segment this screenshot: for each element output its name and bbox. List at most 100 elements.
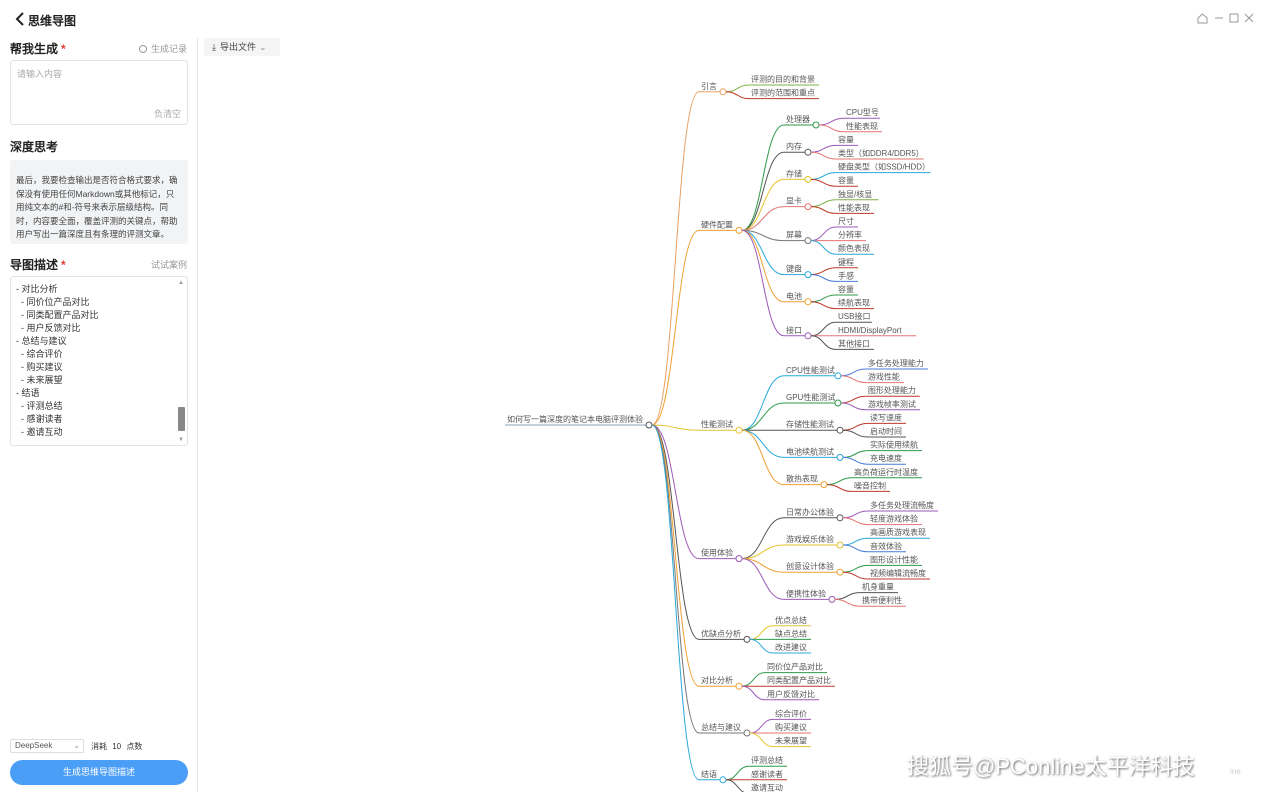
- node-toggle[interactable]: [836, 453, 844, 461]
- mindmap-leaf[interactable]: 性能表现: [836, 202, 874, 214]
- mindmap-leaf[interactable]: 机身重量: [860, 582, 898, 594]
- mindmap-leaf[interactable]: 图形处理能力: [865, 385, 920, 397]
- node-toggle[interactable]: [836, 514, 844, 522]
- node-toggle[interactable]: [735, 226, 743, 234]
- mindmap-leaf[interactable]: 性能表现: [844, 121, 882, 133]
- mindmap-leaf[interactable]: 键程: [836, 257, 858, 269]
- mindmap-node[interactable]: 评测的范围和重点: [749, 88, 819, 100]
- maximize-icon[interactable]: [1228, 13, 1240, 25]
- map-description-textarea[interactable]: - 对比分析 - 同价位产品对比 - 同类配置产品对比 - 用户反馈对比 - 总…: [10, 276, 188, 446]
- mindmap-branch[interactable]: 使用体验: [699, 548, 737, 560]
- node-toggle[interactable]: [804, 175, 812, 183]
- mindmap-leaf[interactable]: 携带便利性: [860, 595, 906, 607]
- mindmap-leaf[interactable]: 启动时间: [868, 426, 906, 438]
- mindmap-leaf[interactable]: 多任务处理流畅度: [868, 500, 938, 512]
- mindmap-leaf[interactable]: 视频编辑流畅度: [868, 568, 930, 580]
- scroll-down-icon[interactable]: ▼: [178, 437, 184, 443]
- node-toggle[interactable]: [804, 203, 812, 211]
- mindmap-node[interactable]: 未来展望: [773, 736, 811, 748]
- node-toggle[interactable]: [834, 399, 842, 407]
- node-toggle[interactable]: [834, 372, 842, 380]
- mindmap-node[interactable]: 评测的目的和背景: [749, 74, 819, 86]
- mindmap-node[interactable]: 屏幕: [784, 230, 806, 242]
- mindmap-leaf[interactable]: 噪音控制: [852, 480, 890, 492]
- mindmap-node[interactable]: 接口: [784, 325, 806, 337]
- node-toggle[interactable]: [836, 426, 844, 434]
- mindmap-leaf[interactable]: 其他接口: [836, 338, 874, 350]
- mindmap-branch[interactable]: 引言: [699, 81, 721, 93]
- mindmap-node[interactable]: 散热表现: [784, 474, 822, 486]
- mindmap-leaf[interactable]: 颜色表现: [836, 243, 874, 255]
- mindmap-leaf[interactable]: 图形设计性能: [868, 554, 922, 566]
- mindmap-node[interactable]: CPU性能测试: [784, 365, 836, 377]
- mindmap-branch[interactable]: 优缺点分析: [699, 628, 745, 640]
- mindmap-leaf[interactable]: 游戏帧率测试: [865, 399, 920, 411]
- export-button[interactable]: ⤓导出文件⌄: [204, 38, 280, 56]
- mindmap-leaf[interactable]: USB接口: [836, 311, 872, 323]
- mindmap-node[interactable]: 邀请互动: [749, 782, 787, 792]
- node-toggle[interactable]: [719, 88, 727, 96]
- mindmap-node[interactable]: 存储性能测试: [784, 419, 838, 431]
- mindmap-leaf[interactable]: 高画质游戏表现: [868, 527, 930, 539]
- mindmap-node[interactable]: 内存: [784, 141, 806, 153]
- mindmap-node[interactable]: 用户反馈对比: [765, 689, 819, 701]
- mindmap-node[interactable]: 键盘: [784, 264, 806, 276]
- scroll-up-icon[interactable]: ▲: [178, 280, 184, 286]
- mindmap-leaf[interactable]: 实际使用续航: [868, 440, 922, 452]
- mindmap-node[interactable]: 同类配置产品对比: [765, 675, 835, 687]
- mindmap-node[interactable]: 缺点总结: [773, 628, 811, 640]
- node-toggle[interactable]: [820, 481, 828, 489]
- home-icon[interactable]: [1196, 13, 1208, 25]
- mindmap-node[interactable]: 存储: [784, 168, 806, 180]
- node-toggle[interactable]: [719, 776, 727, 784]
- mindmap-leaf[interactable]: 容量: [836, 175, 858, 187]
- node-toggle[interactable]: [743, 729, 751, 737]
- node-toggle[interactable]: [735, 426, 743, 434]
- mindmap-leaf[interactable]: 独显/核显: [836, 189, 879, 201]
- mindmap-node[interactable]: 电池续航测试: [784, 446, 838, 458]
- minimize-icon[interactable]: [1213, 13, 1225, 25]
- mindmap-leaf[interactable]: 尺寸: [836, 216, 858, 228]
- clear-button[interactable]: 负清空: [153, 109, 181, 119]
- try-example-link[interactable]: 试试案例: [150, 260, 187, 270]
- close-icon[interactable]: [1243, 13, 1255, 25]
- mindmap-node[interactable]: 显卡: [784, 196, 806, 208]
- node-toggle[interactable]: [804, 298, 812, 306]
- mindmap-root[interactable]: 如何写一篇深度的笔记本电脑评测体验: [505, 414, 647, 426]
- mindmap-leaf[interactable]: 容量: [836, 284, 858, 296]
- mindmap-canvas[interactable]: 如何写一篇深度的笔记本电脑评测体验引言评测的目的和背景评测的范围和重点硬件配置处…: [199, 38, 1267, 792]
- model-select[interactable]: DeepSeek ⌄: [10, 739, 84, 753]
- node-toggle[interactable]: [735, 682, 743, 690]
- mindmap-node[interactable]: 优点总结: [773, 615, 811, 627]
- node-toggle[interactable]: [645, 421, 653, 429]
- mindmap-leaf[interactable]: 类型（如DDR4/DDR5）: [836, 148, 924, 160]
- node-toggle[interactable]: [828, 595, 836, 603]
- node-toggle[interactable]: [812, 121, 820, 129]
- mindmap-leaf[interactable]: 游戏性能: [865, 372, 904, 384]
- mindmap-node[interactable]: 日常办公体验: [784, 507, 838, 519]
- node-toggle[interactable]: [804, 237, 812, 245]
- mindmap-leaf[interactable]: 高负荷运行时温度: [852, 467, 922, 479]
- node-toggle[interactable]: [804, 332, 812, 340]
- mindmap-node[interactable]: 感谢读者: [749, 769, 787, 781]
- mindmap-leaf[interactable]: HDMI/DisplayPort: [836, 326, 917, 337]
- mindmap-node[interactable]: 游戏娱乐体验: [784, 534, 838, 546]
- mindmap-leaf[interactable]: 充电速度: [868, 453, 906, 465]
- mindmap-node[interactable]: 便携性体验: [784, 588, 830, 600]
- mindmap-leaf[interactable]: 音效体验: [868, 541, 906, 553]
- history-link[interactable]: 生成记录: [138, 42, 187, 55]
- mindmap-leaf[interactable]: 多任务处理能力: [865, 358, 928, 370]
- mindmap-node[interactable]: 创意设计体验: [784, 561, 838, 573]
- mindmap-leaf[interactable]: 读写速度: [868, 412, 906, 424]
- mindmap-node[interactable]: 购买建议: [773, 722, 811, 734]
- mindmap-branch[interactable]: 性能测试: [699, 419, 737, 431]
- mindmap-branch[interactable]: 总结与建议: [699, 722, 745, 734]
- mindmap-leaf[interactable]: 手感: [836, 270, 858, 282]
- mindmap-leaf[interactable]: 硬盘类型（如SSD/HDD）: [836, 162, 931, 174]
- mindmap-branch[interactable]: 对比分析: [699, 675, 737, 687]
- node-toggle[interactable]: [836, 541, 844, 549]
- mindmap-node[interactable]: GPU性能测试: [784, 392, 836, 404]
- node-toggle[interactable]: [836, 568, 844, 576]
- mindmap-node[interactable]: 改进建议: [773, 642, 811, 654]
- mindmap-node[interactable]: 评测总结: [749, 755, 787, 767]
